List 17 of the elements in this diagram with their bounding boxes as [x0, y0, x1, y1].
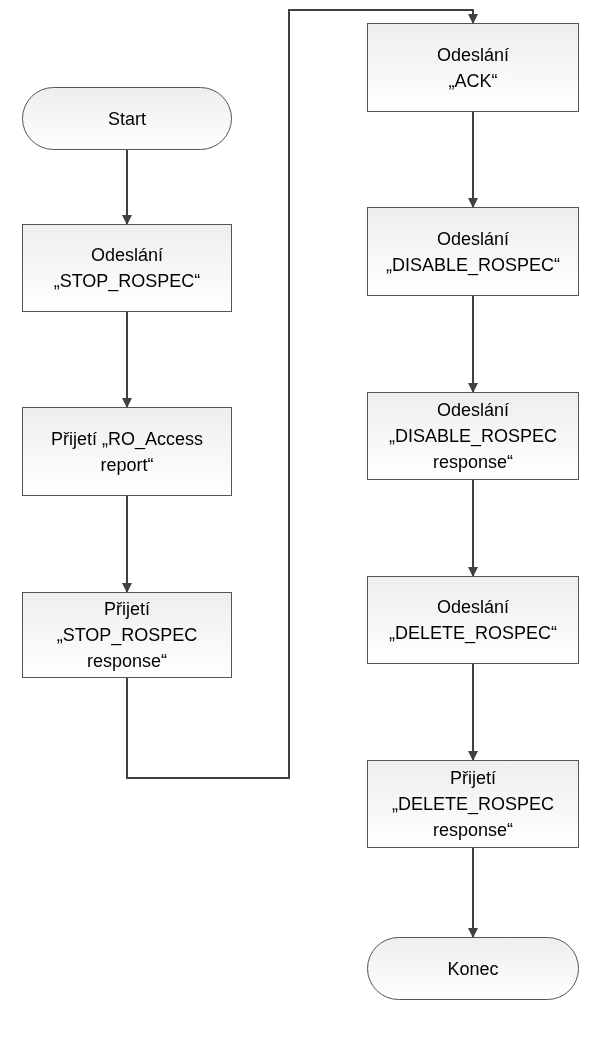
process-box: Odeslání „DISABLE_ROSPEC response“ — [367, 392, 579, 480]
process-box: Odeslání „STOP_ROSPEC“ — [22, 224, 232, 312]
process-box: Přijetí „DELETE_ROSPEC response“ — [367, 760, 579, 848]
arrow — [122, 495, 132, 593]
arrow — [468, 663, 478, 761]
arrow — [122, 311, 132, 408]
process-box: Odeslání „DISABLE_ROSPEC“ — [367, 207, 579, 296]
arrow — [122, 149, 132, 225]
process-box: Přijetí „STOP_ROSPEC response“ — [22, 592, 232, 678]
arrow — [468, 111, 478, 208]
arrow — [126, 9, 478, 779]
arrow — [468, 479, 478, 577]
process-box: Přijetí „RO_Access report“ — [22, 407, 232, 496]
process-box: Odeslání „DELETE_ROSPEC“ — [367, 576, 579, 664]
arrow — [468, 847, 478, 938]
arrow — [468, 295, 478, 393]
process-box: Odeslání „ACK“ — [367, 23, 579, 112]
